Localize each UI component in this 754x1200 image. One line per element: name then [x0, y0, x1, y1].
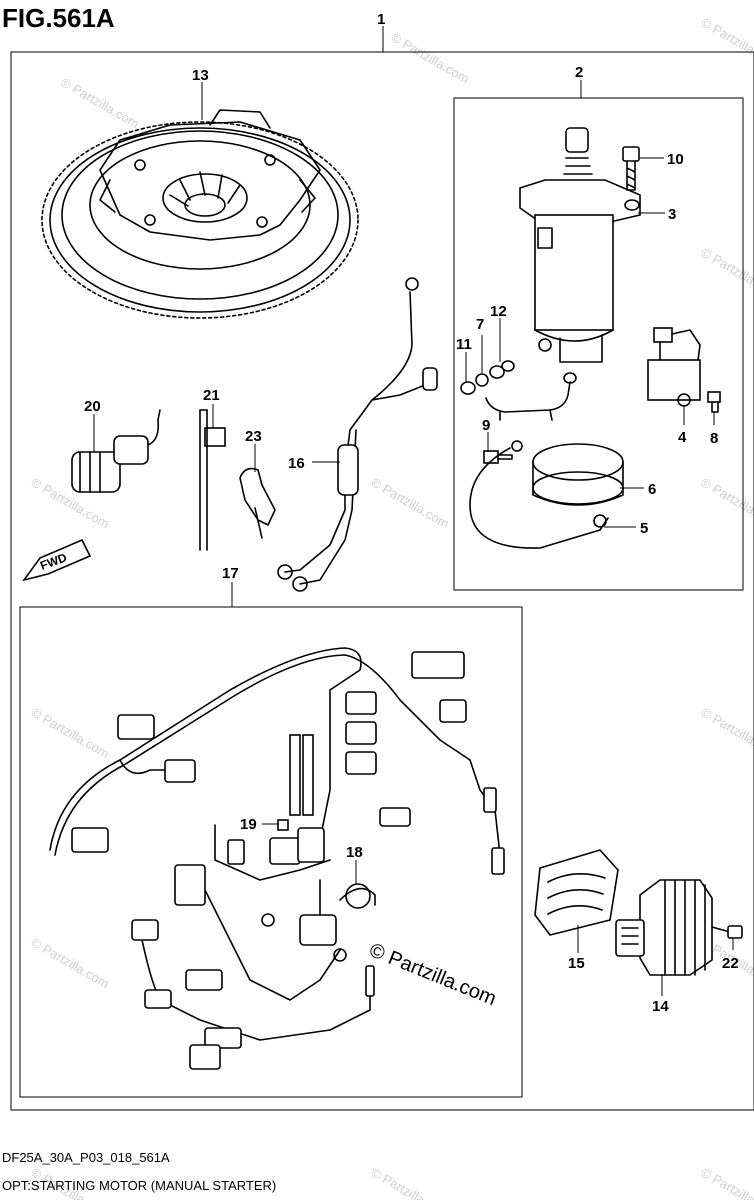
watermark-text: © Partzilla.com [699, 1165, 754, 1200]
copyright-watermark: © Partzilla.com [366, 939, 499, 1010]
callout-13: 13 [192, 67, 209, 84]
bracket-15-part [534, 849, 619, 936]
callout-23: 23 [245, 428, 262, 445]
screw-8-part [707, 391, 721, 413]
copyright-icon: © Partzilla.com [366, 939, 499, 1010]
callout-7: 7 [476, 316, 484, 333]
watermark-text: © Partzilla.com [369, 475, 452, 532]
watermark-text: © Partzilla.com [369, 1165, 452, 1200]
callout-2: 2 [575, 64, 583, 81]
callout-5: 5 [640, 520, 648, 537]
nut-washer-parts [460, 360, 515, 395]
screw-9-part [483, 450, 513, 464]
watermark-text: © Partzilla.com [29, 705, 112, 762]
sensor-20-part [71, 409, 161, 493]
watermark-text: © Partzilla.com [699, 705, 754, 762]
bolt-10-part [622, 146, 640, 191]
callout-21: 21 [203, 387, 220, 404]
starter-motor-part [519, 127, 641, 363]
starter-cable-16-part [277, 277, 438, 592]
short-cable-part [485, 372, 577, 421]
watermark-text: © Partzilla.com [389, 30, 472, 87]
watermark-text: © Partzilla.com [699, 15, 754, 72]
figure-code: DF25A_30A_P03_018_561A [2, 1150, 170, 1165]
callout-11: 11 [456, 336, 472, 353]
callout-14: 14 [652, 998, 669, 1015]
bolt-22-part [711, 925, 743, 939]
figure-title: FIG.561A [2, 3, 115, 33]
callout-15: 15 [568, 955, 585, 972]
callout-8: 8 [710, 430, 718, 447]
callout-3: 3 [668, 206, 676, 223]
regulator-14-part [615, 879, 713, 976]
band-6-part [532, 443, 624, 506]
fwd-arrow-icon: FWD [22, 538, 92, 582]
watermark-text: © Partzilla.com [59, 75, 142, 132]
callout-1: 1 [377, 11, 385, 28]
callout-16: 16 [288, 455, 305, 472]
strap-5-part [469, 440, 609, 549]
watermark-text: © Partzilla.com [29, 935, 112, 992]
relay-4-part [647, 327, 701, 407]
cable-tie-21-part [199, 409, 226, 551]
wiring-harness-17-part [49, 647, 505, 1070]
watermark-text: © Partzilla.com [699, 475, 754, 532]
callout-9: 9 [482, 417, 490, 434]
callout-22: 22 [722, 955, 739, 972]
clip-23-part [239, 467, 276, 539]
starter-subframe [453, 97, 744, 591]
callout-10: 10 [667, 151, 684, 168]
callouts: 1 2 3 4 5 6 7 8 9 10 11 12 13 14 15 16 1 [84, 11, 739, 1015]
callout-4: 4 [678, 429, 687, 446]
flywheel-part [41, 109, 359, 319]
callout-17: 17 [222, 565, 239, 582]
callout-19: 19 [240, 816, 257, 833]
callout-12: 12 [490, 303, 507, 320]
callout-20: 20 [84, 398, 101, 415]
watermark-text: © Partzilla.com [699, 245, 754, 302]
figure-caption: OPT:STARTING MOTOR (MANUAL STARTER) [2, 1178, 276, 1193]
harness-subframe [19, 606, 523, 1098]
callout-18: 18 [346, 844, 363, 861]
callout-6: 6 [648, 481, 656, 498]
